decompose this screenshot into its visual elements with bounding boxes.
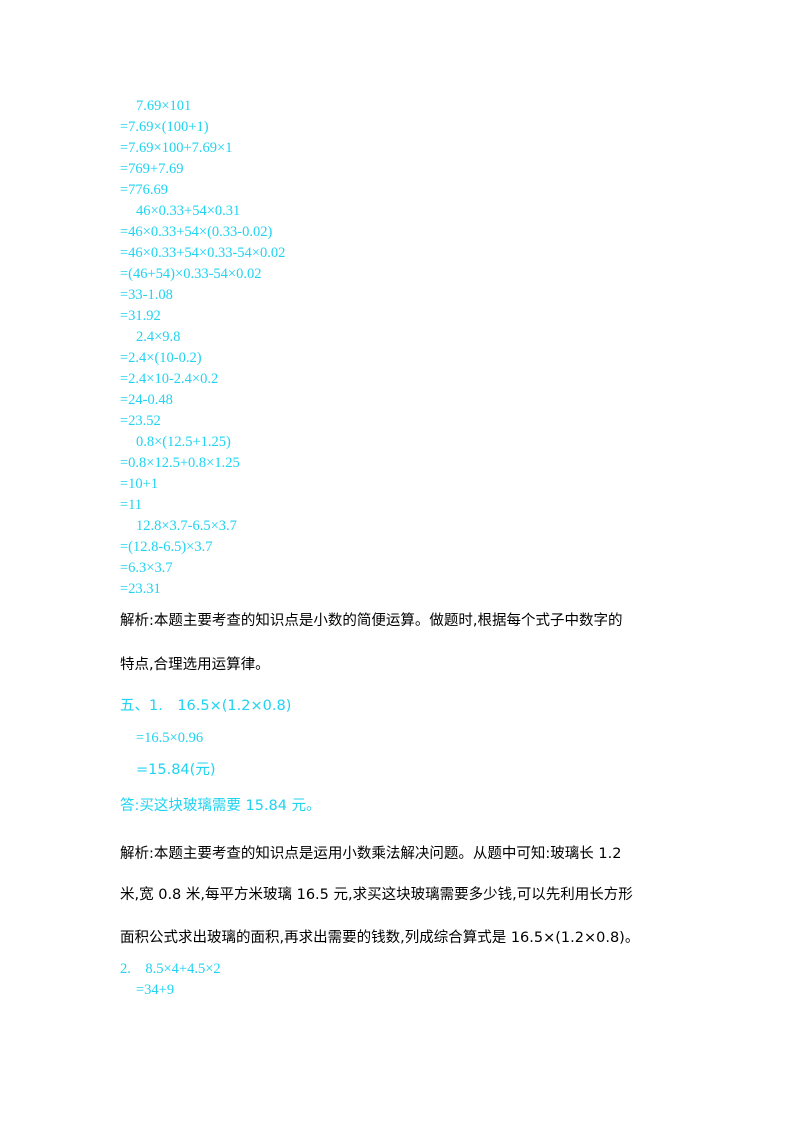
calc-line: =(46+54)×0.33-54×0.02 — [120, 266, 262, 282]
calc-line: 12.8×3.7-6.5×3.7 — [136, 518, 237, 534]
analysis-line: 米,宽 0.8 米,每平方米玻璃 16.5 元,求买这块玻璃需要多少钱,可以先利… — [120, 887, 633, 903]
calc-line: =23.31 — [120, 581, 161, 597]
calc-line: 46×0.33+54×0.31 — [136, 203, 241, 219]
problem-heading: 2. 8.5×4+4.5×2 — [120, 961, 221, 977]
calc-line: 0.8×(12.5+1.25) — [136, 434, 231, 450]
calc-line: 2.4×9.8 — [136, 329, 181, 345]
calc-line: =24-0.48 — [120, 392, 173, 408]
calc-line: =15.84(元) — [136, 762, 216, 778]
calc-line: =11 — [120, 497, 143, 513]
analysis-line: 面积公式求出玻璃的面积,再求出需要的钱数,列成综合算式是 16.5×(1.2×0… — [120, 930, 640, 946]
calc-line: =7.69×100+7.69×1 — [120, 140, 233, 156]
analysis-line: 解析:本题主要考查的知识点是运用小数乘法解决问题。从题中可知:玻璃长 1.2 — [120, 846, 622, 862]
analysis-line: 解析:本题主要考查的知识点是小数的简便运算。做题时,根据每个式子中数字的 — [120, 613, 623, 629]
analysis-line: 特点,合理选用运算律。 — [120, 657, 270, 673]
calc-line: =46×0.33+54×(0.33-0.02) — [120, 224, 273, 240]
calc-line: =16.5×0.96 — [136, 730, 204, 746]
calc-line: =769+7.69 — [120, 161, 184, 177]
calc-line: =776.69 — [120, 182, 169, 198]
calc-line: =33-1.08 — [120, 287, 173, 303]
calc-line: =7.69×(100+1) — [120, 119, 209, 135]
calc-line: =2.4×10-2.4×0.2 — [120, 371, 219, 387]
calc-line: =0.8×12.5+0.8×1.25 — [120, 455, 240, 471]
problem-heading: 五、1. 16.5×(1.2×0.8) — [120, 698, 292, 714]
calc-line: =23.52 — [120, 413, 161, 429]
calc-line: =6.3×3.7 — [120, 560, 173, 576]
calc-line: =10+1 — [120, 476, 159, 492]
calc-line: =34+9 — [136, 982, 175, 998]
calc-line: =2.4×(10-0.2) — [120, 350, 202, 366]
calc-line: =(12.8-6.5)×3.7 — [120, 539, 213, 555]
calc-line: =46×0.33+54×0.33-54×0.02 — [120, 245, 286, 261]
answer-line: 答:买这块玻璃需要 15.84 元。 — [120, 798, 321, 814]
calc-line: 7.69×101 — [136, 98, 192, 114]
calc-line: =31.92 — [120, 308, 161, 324]
